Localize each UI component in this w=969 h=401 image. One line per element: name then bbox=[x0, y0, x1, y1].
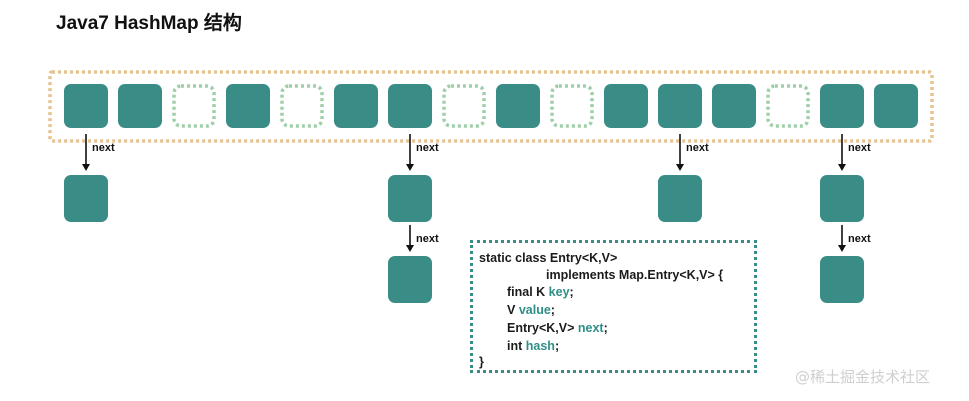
code-line-value: V value; bbox=[507, 302, 555, 318]
code-field-key: key bbox=[548, 285, 570, 299]
code-line-2: implements Map.Entry<K,V> { bbox=[546, 268, 724, 282]
next-label: next bbox=[92, 142, 115, 154]
code-line-next: Entry<K,V> next; bbox=[507, 320, 608, 336]
code-semicolon: ; bbox=[550, 303, 555, 317]
chain-entry-node bbox=[388, 175, 432, 222]
entry-class-code-box: static class Entry<K,V> implements Map.E… bbox=[470, 240, 757, 373]
bucket-array-border bbox=[48, 70, 934, 143]
next-label: next bbox=[848, 233, 871, 245]
code-semicolon: ; bbox=[554, 339, 560, 353]
next-arrow-head bbox=[406, 164, 414, 171]
code-semicolon: ; bbox=[569, 285, 574, 299]
next-arrow-head bbox=[676, 164, 684, 171]
chain-entry-node bbox=[820, 256, 864, 303]
bucket-slot-filled bbox=[712, 84, 756, 128]
code-field-value: value bbox=[518, 303, 551, 317]
next-arrow-head bbox=[82, 164, 90, 171]
next-label: next bbox=[686, 142, 709, 154]
code-type-entry: Entry<K,V> bbox=[507, 321, 578, 335]
code-semicolon: ; bbox=[603, 321, 608, 335]
bucket-slot-filled bbox=[118, 84, 162, 128]
bucket-slot-filled bbox=[874, 84, 918, 128]
next-arrow-head bbox=[406, 245, 414, 252]
bucket-slot-filled bbox=[496, 84, 540, 128]
bucket-slot-empty bbox=[550, 84, 594, 128]
code-line-key: final K key; bbox=[507, 284, 574, 300]
code-line-close: } bbox=[479, 355, 484, 369]
chain-entry-node bbox=[820, 175, 864, 222]
code-line-1: static class Entry<K,V> bbox=[479, 251, 618, 265]
next-label: next bbox=[416, 142, 439, 154]
bucket-slot-filled bbox=[388, 84, 432, 128]
next-label: next bbox=[848, 142, 871, 154]
code-line-hash: int hash; bbox=[507, 338, 559, 354]
code-field-next: next bbox=[577, 321, 604, 335]
chain-entry-node bbox=[388, 256, 432, 303]
bucket-slot-filled bbox=[820, 84, 864, 128]
bucket-slot-empty bbox=[172, 84, 216, 128]
code-type-v: V bbox=[507, 303, 519, 317]
code-type-int: int bbox=[507, 339, 526, 353]
bucket-slot-filled bbox=[604, 84, 648, 128]
bucket-slot-filled bbox=[64, 84, 108, 128]
bucket-slot-empty bbox=[280, 84, 324, 128]
next-arrow-head bbox=[838, 245, 846, 252]
code-type-final-k: final K bbox=[507, 285, 549, 299]
bucket-slot-filled bbox=[226, 84, 270, 128]
bucket-slot-filled bbox=[658, 84, 702, 128]
watermark: @稀土掘金技术社区 bbox=[795, 368, 931, 386]
chain-entry-node bbox=[658, 175, 702, 222]
code-field-hash: hash bbox=[525, 339, 555, 353]
bucket-slot-filled bbox=[334, 84, 378, 128]
next-arrow-head bbox=[838, 164, 846, 171]
bucket-slot-empty bbox=[442, 84, 486, 128]
diagram-title: Java7 HashMap 结构 bbox=[56, 13, 242, 34]
next-label: next bbox=[416, 233, 439, 245]
chain-entry-node bbox=[64, 175, 108, 222]
bucket-slot-empty bbox=[766, 84, 810, 128]
